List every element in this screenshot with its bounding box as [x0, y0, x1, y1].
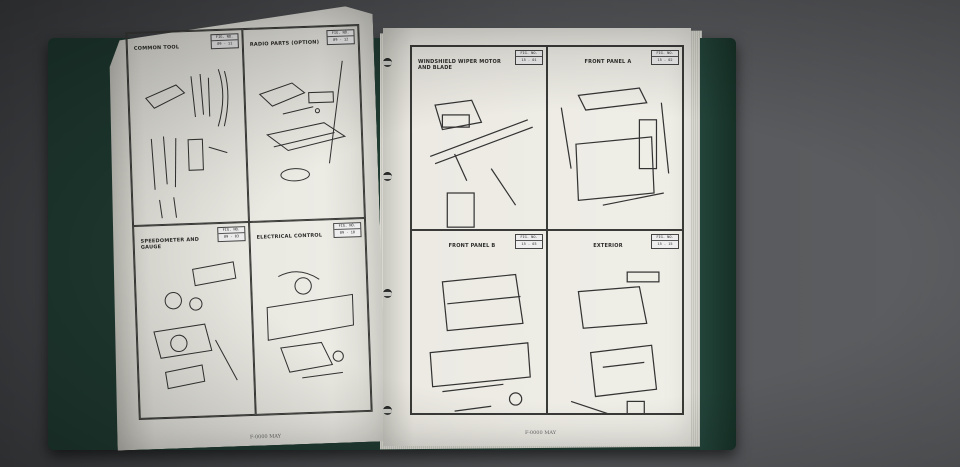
right-figure-grid: FIG. NO.15 - 01 WINDSHIELD WIPER MOTOR A… — [410, 45, 684, 415]
fig-number-box: FIG. NO.09 - 03 — [217, 226, 246, 243]
figure-cell-speedometer: FIG. NO.09 - 03 SPEEDOMETER AND GAUGE — [133, 222, 256, 419]
wiper-illustration — [429, 99, 533, 228]
fig-label: FIG. NO. — [327, 30, 354, 38]
binder-ring — [382, 409, 392, 413]
exterior-illustration — [570, 271, 660, 413]
fig-number-box: FIG. NO.09 - 12 — [326, 29, 355, 46]
fig-number-box: FIG. NO.09 - 11 — [210, 33, 239, 50]
figure-cell-electrical-control: FIG. NO.09 - 10 ELECTRICAL CONTROL — [249, 217, 372, 415]
figure-cell-radio-parts: FIG. NO.09 - 12 RADIO PARTS (OPTION) — [242, 25, 365, 222]
figure-cell-common-tool: FIG. NO.09 - 11 COMMON TOOL — [126, 29, 249, 227]
fig-number: 15 - 03 — [521, 242, 537, 246]
binder-ring — [382, 61, 392, 65]
figure-cell-front-panel-a: FIG. NO.15 - 02 FRONT PANEL A — [547, 46, 683, 230]
gauge-illustration — [153, 261, 238, 390]
binder-spine-edge — [700, 38, 736, 450]
fig-number-box: FIG. NO.15 - 02 — [651, 50, 679, 65]
left-figure-grid: FIG. NO.09 - 11 COMMON TOOL FIG. NO.09 -… — [125, 24, 373, 420]
fig-number: 09 - 11 — [217, 41, 233, 47]
fig-number-box: FIG. NO.15 - 15 — [651, 234, 679, 249]
fig-label: FIG. NO. — [652, 51, 678, 57]
fig-label: FIG. NO. — [211, 34, 238, 42]
fig-number: 15 - 01 — [521, 58, 537, 62]
figure-title: EXTERIOR — [593, 243, 623, 249]
fig-number-box: FIG. NO.15 - 03 — [515, 234, 543, 249]
figure-cell-front-panel-b: FIG. NO.15 - 03 FRONT PANEL B — [411, 230, 547, 414]
figure-cell-wiper-motor: FIG. NO.15 - 01 WINDSHIELD WIPER MOTOR A… — [411, 46, 547, 230]
binder-ring — [382, 175, 392, 179]
front-panel-a-illustration — [560, 87, 670, 206]
figure-title: WINDSHIELD WIPER MOTOR AND BLADE — [418, 59, 502, 71]
fig-label: FIG. NO. — [516, 51, 542, 57]
electrical-illustration — [266, 271, 355, 379]
figure-title: COMMON TOOL — [133, 44, 180, 52]
figure-cell-exterior: FIG. NO.15 - 15 EXTERIOR — [547, 230, 683, 414]
figure-title: RADIO PARTS (OPTION) — [249, 39, 320, 48]
front-panel-b-illustration — [429, 273, 531, 412]
fig-number-box: FIG. NO.15 - 01 — [515, 50, 543, 65]
binder-ring — [382, 292, 392, 296]
radio-illustration — [258, 60, 347, 182]
fig-label: FIG. NO. — [334, 223, 361, 231]
left-page-footer: F-0000 MAY — [249, 433, 282, 441]
fig-label: FIG. NO. — [652, 235, 678, 241]
fig-number: 15 - 02 — [657, 58, 673, 62]
fig-number: 09 - 12 — [333, 37, 349, 42]
fig-number: 09 - 10 — [339, 230, 356, 235]
fig-number-box: FIG. NO.09 - 10 — [333, 222, 362, 239]
figure-title: FRONT PANEL A — [584, 59, 632, 65]
fig-label: FIG. NO. — [218, 227, 245, 235]
figure-title: FRONT PANEL B — [448, 243, 496, 249]
figure-title: ELECTRICAL CONTROL — [256, 232, 323, 241]
tool-illustration — [144, 69, 229, 219]
fig-number: 09 - 03 — [223, 234, 240, 239]
fig-label: FIG. NO. — [516, 235, 542, 241]
fig-number: 15 - 15 — [657, 242, 673, 246]
right-page-footer: F-0000 MAY — [525, 430, 557, 436]
